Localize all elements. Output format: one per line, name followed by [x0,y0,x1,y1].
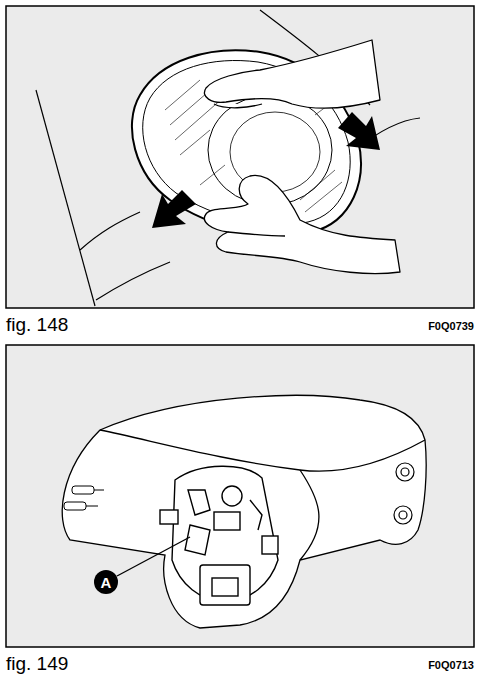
figure-code: F0Q0739 [428,320,474,332]
figure-number: fig. 149 [6,653,68,675]
leader-line [117,537,190,576]
callout-disc [94,570,118,594]
bulbs [64,486,104,510]
screw-bosses [394,463,414,524]
car-body [36,10,420,306]
lamp-housing [62,395,426,628]
figure-number: fig. 148 [6,314,68,336]
callout-letter: A [101,574,112,591]
hands [204,40,400,274]
bulb-holder [160,466,278,605]
panel-frame [6,6,474,308]
arrows [152,112,380,228]
panel-frame [6,345,474,647]
figure-code: F0Q0713 [428,659,474,671]
